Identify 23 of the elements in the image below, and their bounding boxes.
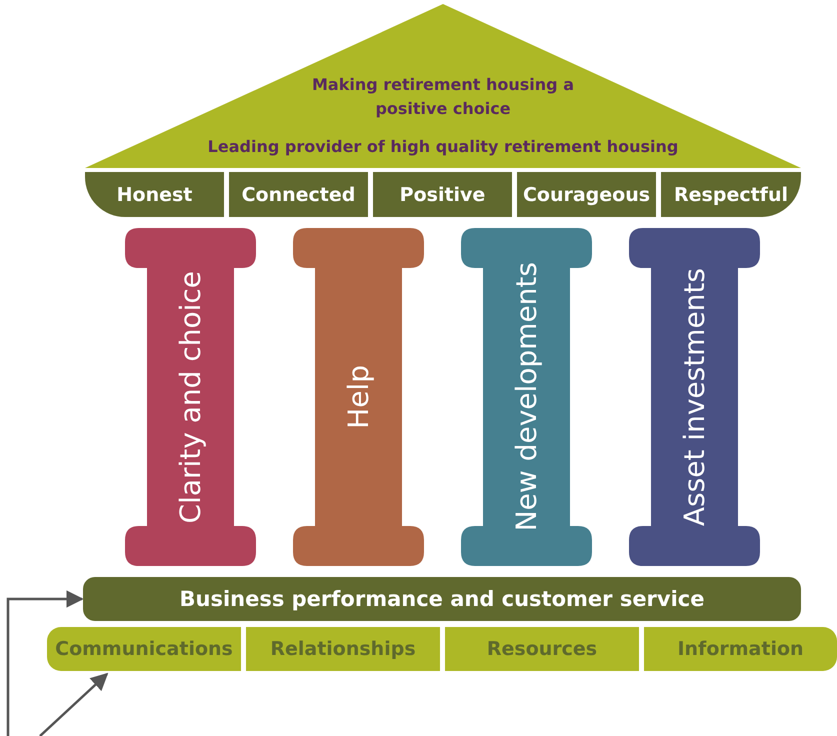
arrow bbox=[39, 672, 108, 736]
pillar-label: Help bbox=[342, 365, 375, 429]
vision-text: Leading provider of high quality retirement housing bbox=[208, 137, 678, 156]
pillar bbox=[125, 228, 256, 566]
pillar-label: Clarity and choice bbox=[174, 270, 207, 524]
value-band: Connected bbox=[229, 172, 368, 217]
foundation-block: Communications bbox=[47, 627, 241, 671]
pillar bbox=[461, 228, 592, 566]
foundation-block: Resources bbox=[445, 627, 639, 671]
value-band: Respectful bbox=[661, 172, 801, 217]
arrow bbox=[6, 590, 84, 736]
pillar-label: New developments bbox=[510, 262, 543, 532]
roof-triangle bbox=[85, 4, 801, 168]
value-band: Positive bbox=[373, 172, 512, 217]
foundation-block: Relationships bbox=[246, 627, 440, 671]
pillar-label: Asset investments bbox=[678, 268, 711, 526]
mission-text: Making retirement housing a positive choice bbox=[311, 74, 575, 120]
foundation-bar: Business performance and customer service bbox=[83, 577, 801, 621]
pillar bbox=[629, 228, 760, 566]
value-band: Honest bbox=[85, 172, 224, 217]
value-band: Courageous bbox=[517, 172, 656, 217]
foundation-block: Information bbox=[644, 627, 837, 671]
pillar bbox=[293, 228, 424, 566]
